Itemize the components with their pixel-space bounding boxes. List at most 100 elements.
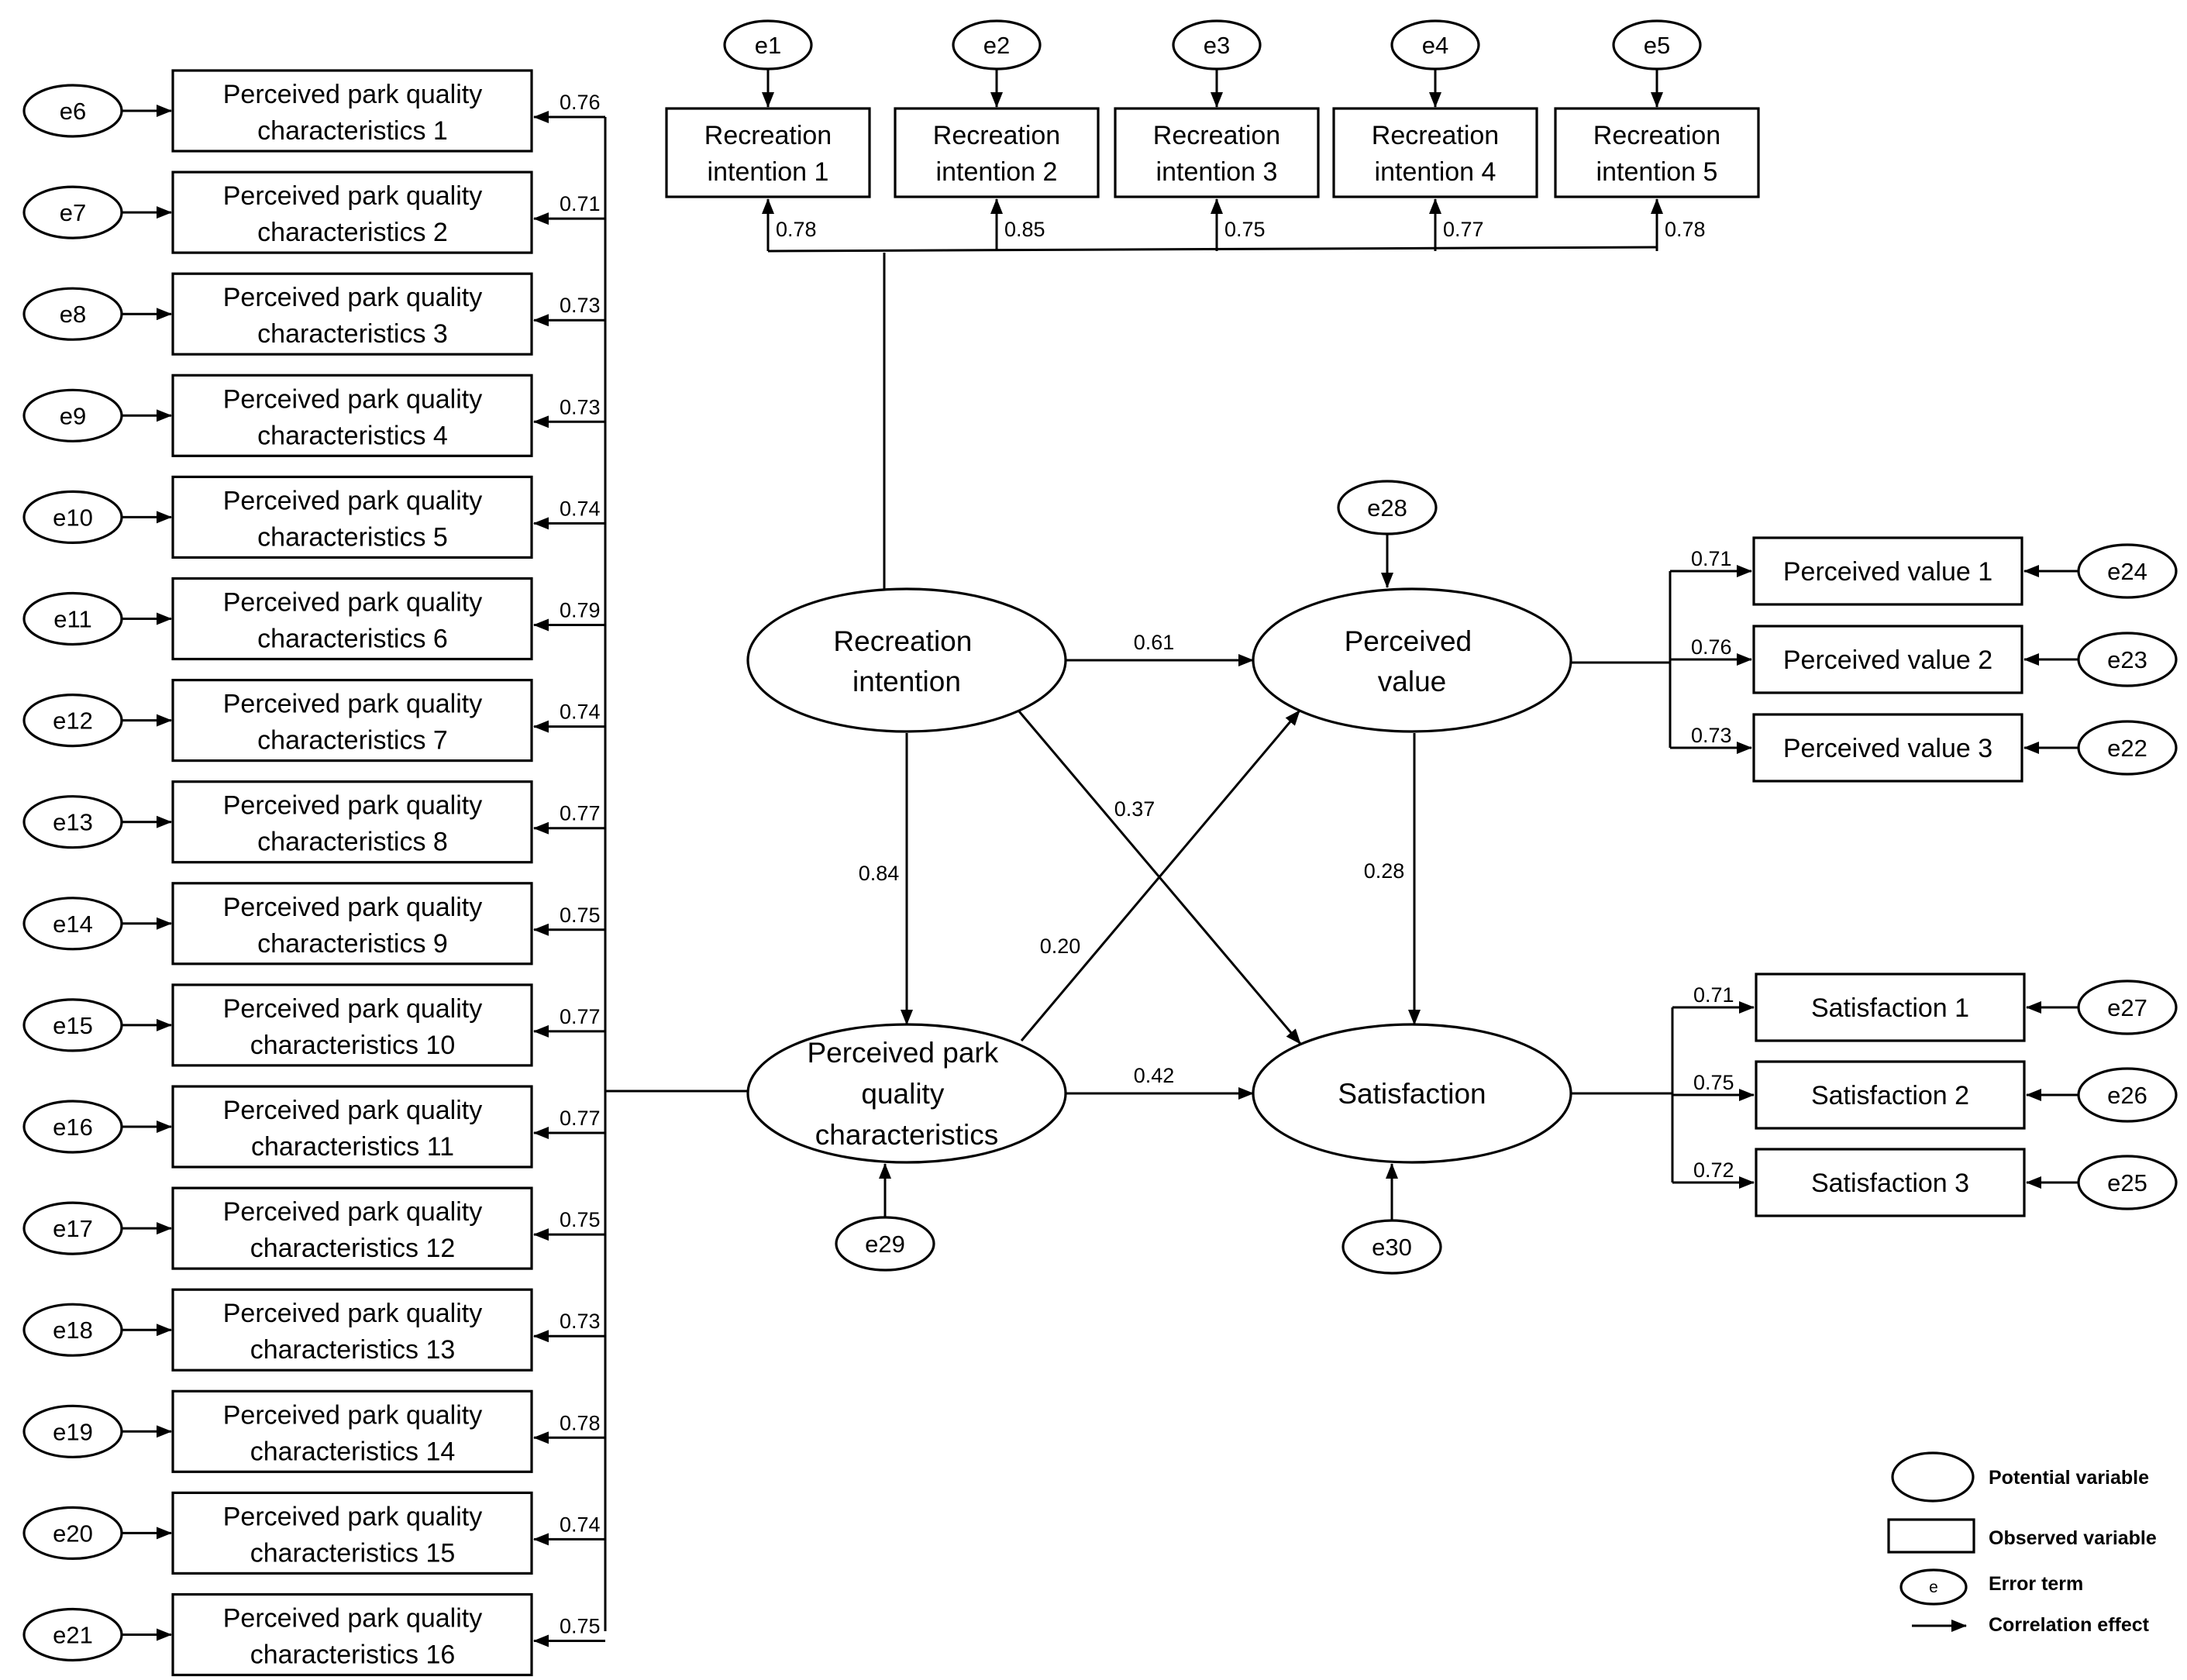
error-e23 <box>2077 632 2178 687</box>
legend: Potential variable Observed variable e E… <box>1887 1451 2157 1636</box>
structural-paths: 0.61 0.37 0.84 0.20 0.28 0.42 <box>859 631 1421 1100</box>
indicator-label-line-2: intention 4 <box>1375 157 1496 187</box>
loading-park-quality-1: 0.76 <box>560 91 601 114</box>
indicator-label-line-1: Perceived park quality <box>223 384 483 414</box>
indicator-label-line-2: characteristics 15 <box>250 1538 456 1568</box>
loading-park-quality-3: 0.73 <box>560 294 601 317</box>
indicator-label-line-1: Perceived park quality <box>223 486 483 515</box>
loading-park-quality-14: 0.78 <box>560 1411 601 1434</box>
loading-park-quality-10: 0.77 <box>560 1005 601 1028</box>
error-e3-label: e3 <box>1204 32 1230 59</box>
loading-park-quality-4: 0.73 <box>560 395 601 418</box>
indicator-park-quality-1-label: Perceived park quality characteristics 1 <box>223 80 483 146</box>
error-e30-label: e30 <box>1372 1234 1412 1261</box>
indicator-park-quality-12 <box>171 1186 533 1270</box>
indicator-park-quality-15-label: Perceived park quality characteristics 15 <box>223 1502 483 1568</box>
indicator-label-line-1: Perceived park quality <box>223 1502 483 1531</box>
loading-park-quality-16: 0.75 <box>560 1615 601 1638</box>
indicator-park-quality-8 <box>171 780 533 864</box>
coef-pv-to-sat: 0.28 <box>1364 859 1405 883</box>
indicator-label-line-2: characteristics 7 <box>257 726 448 756</box>
indicator-label-line-2: characteristics 5 <box>257 522 448 552</box>
loading-satisfaction-1: 0.71 <box>1693 983 1734 1007</box>
indicator-label-line-1: Recreation <box>704 121 832 150</box>
latent-pv-line-1: Perceived <box>1345 625 1472 657</box>
error-e4-label: e4 <box>1422 32 1448 59</box>
error-e17-label: e17 <box>53 1215 93 1242</box>
error-e19-label: e19 <box>53 1418 93 1445</box>
indicator-label-line-1: Perceived park quality <box>223 994 483 1024</box>
loading-park-quality-12: 0.75 <box>560 1208 601 1231</box>
indicator-label-line-2: characteristics 11 <box>251 1132 454 1162</box>
latent-variables: Recreation intention Perceived value Per… <box>746 587 1572 1164</box>
latent-ri-line-2: intention <box>852 666 961 697</box>
latent-errors: e28 e29 e30 <box>835 480 1442 1275</box>
loading-satisfaction-3: 0.72 <box>1693 1158 1734 1182</box>
error-e26-label: e26 <box>2107 1082 2147 1109</box>
latent-park-quality-label: Perceived park quality characteristics <box>807 1037 1006 1151</box>
error-e26 <box>2077 1067 2178 1123</box>
indicator-label-line-1: Perceived park quality <box>223 893 483 922</box>
latent-perceived-value-label: Perceived value <box>1345 625 1480 697</box>
error-e27-label: e27 <box>2107 994 2147 1021</box>
indicator-perceived-value-3-label: Perceived value 3 <box>1783 734 1992 763</box>
loading-recreation-intention-3: 0.75 <box>1224 218 1266 241</box>
error-e13-label: e13 <box>53 809 93 836</box>
indicator-satisfaction-1 <box>1755 973 2026 1042</box>
indicator-label-line-2: characteristics 12 <box>250 1234 456 1263</box>
indicator-label-line-2: characteristics 9 <box>257 929 448 959</box>
indicator-perceived-value-2 <box>1752 625 2023 694</box>
indicator-satisfaction-3 <box>1755 1148 2026 1217</box>
indicator-label-line-2: characteristics 16 <box>250 1640 456 1670</box>
indicator-perceived-value-2-label: Perceived value 2 <box>1783 645 1992 675</box>
error-e20-label: e20 <box>53 1520 93 1547</box>
indicator-satisfaction-3-label: Satisfaction 3 <box>1811 1169 1969 1198</box>
error-e27 <box>2077 979 2178 1035</box>
latent-satisfaction-label: Satisfaction <box>1338 1078 1486 1110</box>
error-e23-label: e23 <box>2107 646 2147 673</box>
latent-satisfaction <box>1252 1023 1572 1164</box>
legend-potential-symbol <box>1891 1451 1975 1503</box>
path-ppq-to-pv <box>1020 710 1301 1041</box>
indicator-label-line-1: Perceived park quality <box>223 80 483 109</box>
legend-observed-label: Observed variable <box>1989 1527 2157 1549</box>
legend-observed-symbol <box>1887 1518 1975 1554</box>
coef-ri-to-ppq: 0.84 <box>859 862 900 885</box>
error-e9-label: e9 <box>60 402 86 429</box>
indicator-park-quality-9-label: Perceived park quality characteristics 9 <box>223 893 483 959</box>
error-e6-label: e6 <box>60 98 86 125</box>
legend-potential-label: Potential variable <box>1989 1467 2149 1489</box>
latent-recreation-intention <box>746 587 1067 733</box>
indicator-park-quality-5 <box>171 475 533 559</box>
loading-perceived-value-3: 0.73 <box>1691 724 1732 747</box>
error-e18-label: e18 <box>53 1317 93 1344</box>
loading-park-quality-8: 0.77 <box>560 802 601 825</box>
ppq-measurement-lines <box>604 117 748 1631</box>
legend-error-label: Error term <box>1989 1573 2083 1595</box>
indicator-label-line-2: intention 1 <box>708 157 829 187</box>
loading-park-quality-15: 0.74 <box>560 1513 601 1536</box>
loading-park-quality-7: 0.74 <box>560 701 601 724</box>
loading-park-quality-6: 0.79 <box>560 599 601 622</box>
indicator-recreation-intention-4 <box>1332 107 1538 198</box>
coef-ppq-to-pv: 0.20 <box>1040 935 1081 958</box>
loading-recreation-intention-4: 0.77 <box>1443 218 1484 241</box>
indicator-label-line-2: characteristics 1 <box>257 116 448 146</box>
loading-park-quality-9: 0.75 <box>560 904 601 927</box>
indicator-label-line-1: Perceived park quality <box>223 1604 483 1634</box>
indicator-label-line-1: Perceived park quality <box>223 1400 483 1430</box>
indicator-park-quality-13 <box>171 1288 533 1372</box>
indicator-park-quality-6 <box>171 577 533 661</box>
legend-correlation-label: Correlation effect <box>1989 1614 2150 1636</box>
legend-error-symbol-label: e <box>1929 1578 1938 1596</box>
indicator-park-quality-16 <box>171 1592 533 1677</box>
